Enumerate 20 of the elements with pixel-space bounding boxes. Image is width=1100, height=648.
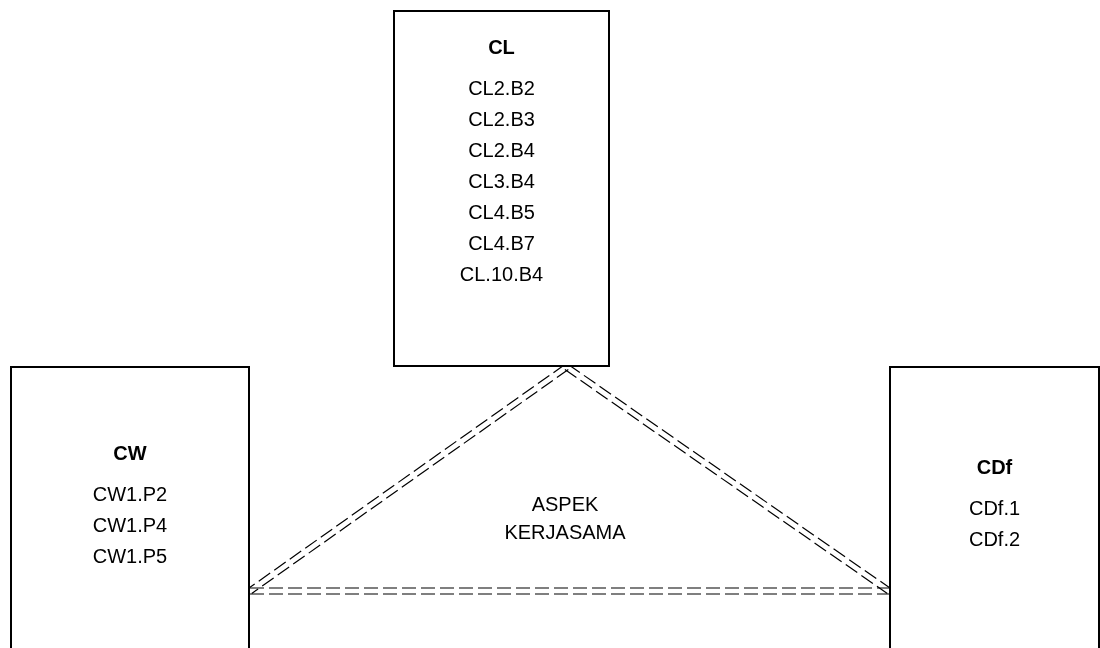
connector-line (249, 587, 890, 595)
text-box (889, 366, 1100, 648)
box-item: CW1.P2 (92, 482, 168, 507)
text-box (393, 10, 610, 367)
box-heading: CDf (976, 455, 1013, 480)
box-item: CDf.2 (968, 527, 1021, 552)
box-heading: CL (488, 35, 515, 60)
box-item: CW1.P5 (92, 544, 168, 569)
box-item: CL2.B4 (468, 138, 535, 163)
box-item: CL4.B5 (468, 200, 535, 225)
box-item: CL2.B3 (468, 107, 535, 132)
box-item: CL.10.B4 (459, 262, 544, 287)
box-heading: CW (113, 441, 147, 466)
center-label: ASPEK KERJASAMA (503, 492, 627, 545)
box-item: CL2.B2 (468, 76, 535, 101)
box-item: CDf.1 (968, 496, 1021, 521)
box-item: CW1.P4 (92, 513, 168, 538)
box-item: CL3.B4 (468, 169, 535, 194)
text-box (10, 366, 250, 648)
box-item: CL4.B7 (468, 231, 535, 256)
